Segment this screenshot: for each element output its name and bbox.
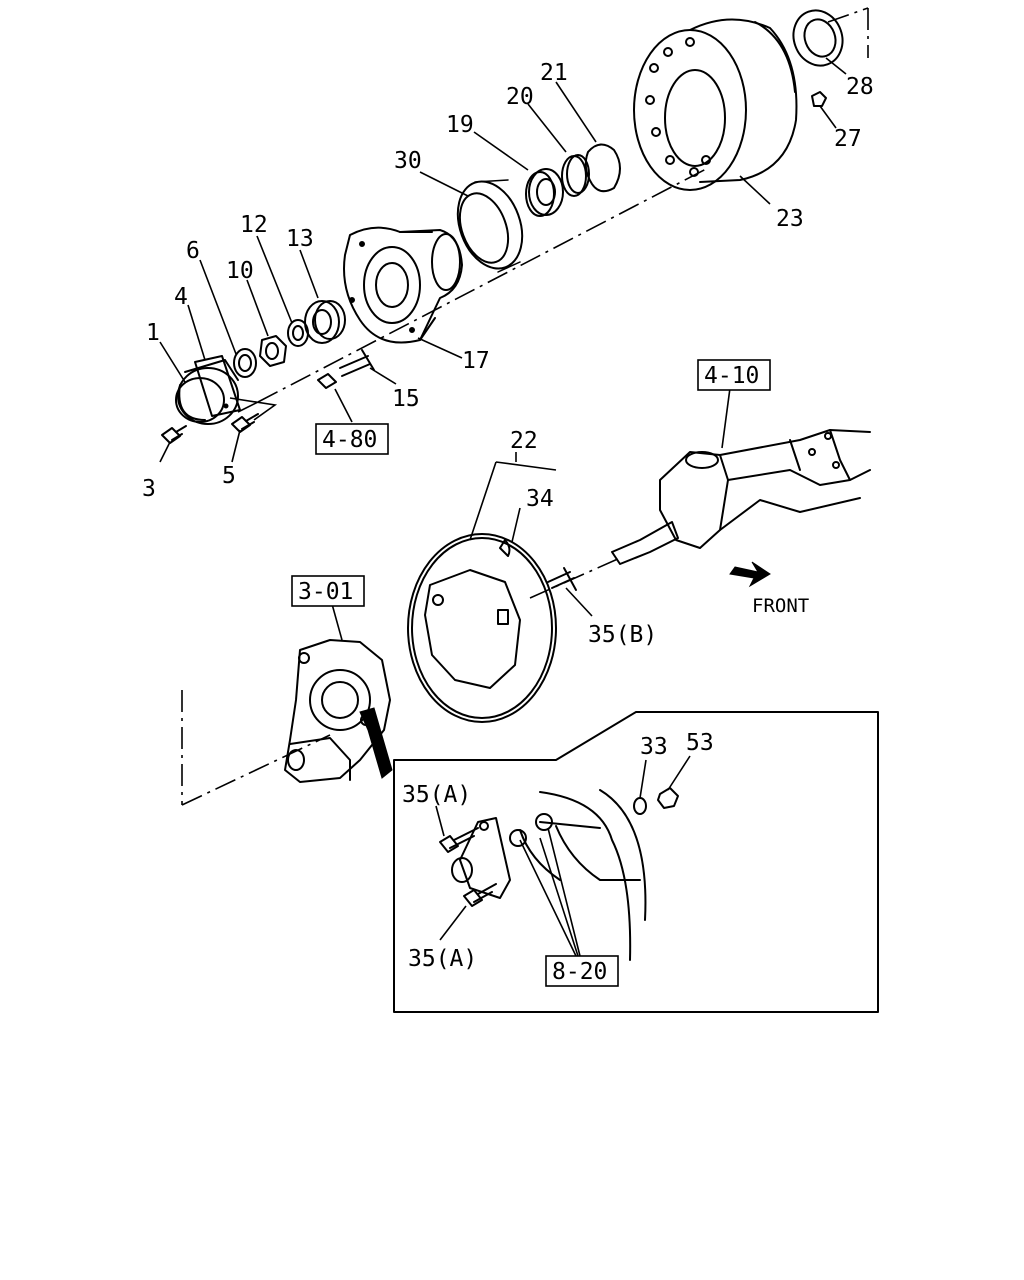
snap-ring-part [584,143,621,193]
brake-hose-part [509,789,647,961]
front-direction-label: FRONT [752,595,809,617]
svg-text:8-20: 8-20 [552,959,607,985]
reference-4-10: 4-10 [697,359,771,391]
drum-seal-part [792,9,844,67]
outer-bearing-part [304,300,346,344]
callout-10: 10 [226,258,254,284]
leader-lines [159,57,847,957]
reference-4-80: 4-80 [315,423,389,455]
flange-bolt-part [229,397,278,433]
svg-text:4-10: 4-10 [704,363,759,389]
flare-nut-part [657,787,679,809]
front-axle-part [611,429,871,565]
bearing-race-part [561,154,590,197]
oil-seal-part [233,348,257,378]
hub-cap-part [175,359,239,425]
hose-bracket-part [451,817,511,899]
front-direction-arrow [729,561,771,588]
callout-30: 30 [394,148,422,174]
callout-33: 33 [640,734,668,760]
callout-28: 28 [846,74,874,100]
cap-bolt-part [161,425,187,444]
callout-34: 34 [526,486,554,512]
tone-ring-part [456,179,524,273]
drum-nut-part [811,91,827,107]
callout-27: 27 [834,126,862,152]
callout-23: 23 [776,206,804,232]
callout-3: 3 [142,476,156,502]
callout-20: 20 [506,84,534,110]
reference-8-20: 8-20 [545,955,619,987]
inset-bolt-bottom-part [463,883,497,907]
callout-35b: 35(B) [588,622,657,648]
gasket-washer-part [633,797,647,815]
callout-21: 21 [540,60,568,86]
inset-bolt-top-part [439,827,479,853]
wheel-hub-part [343,226,463,344]
hub-axis-line [237,167,709,413]
callout-35a-bottom: 35(A) [408,946,477,972]
hub-bolt-nut-part [317,373,337,389]
callout-1: 1 [146,320,160,346]
hub-nut-part [259,335,287,367]
callout-17: 17 [462,348,490,374]
lower-axis-line [181,690,331,806]
callout-35a-top: 35(A) [402,782,471,808]
callout-22: 22 [510,428,538,454]
callout-6: 6 [186,238,200,264]
svg-text:4-80: 4-80 [322,427,377,453]
inset-detail-frame [393,711,879,1013]
callout-4: 4 [174,284,188,310]
backing-plate-bolt-part [547,567,577,591]
brake-drum-part [633,18,798,191]
callout-53: 53 [686,730,714,756]
hub-cap-flange-part [194,355,241,417]
svg-text:3-01: 3-01 [298,579,353,605]
backing-plate-part [407,533,557,723]
hub-bolt-part [339,349,375,377]
callout-labels: 1 3 4 5 6 10 12 13 15 17 19 20 21 22 23 … [142,60,874,972]
callout-19: 19 [446,112,474,138]
callout-12: 12 [240,212,268,238]
callout-15: 15 [392,386,420,412]
inner-bearing-part [525,168,564,217]
brake-chamber-assembly-part [284,639,393,783]
callout-5: 5 [222,463,236,489]
callout-13: 13 [286,226,314,252]
reference-3-01: 3-01 [291,575,365,607]
